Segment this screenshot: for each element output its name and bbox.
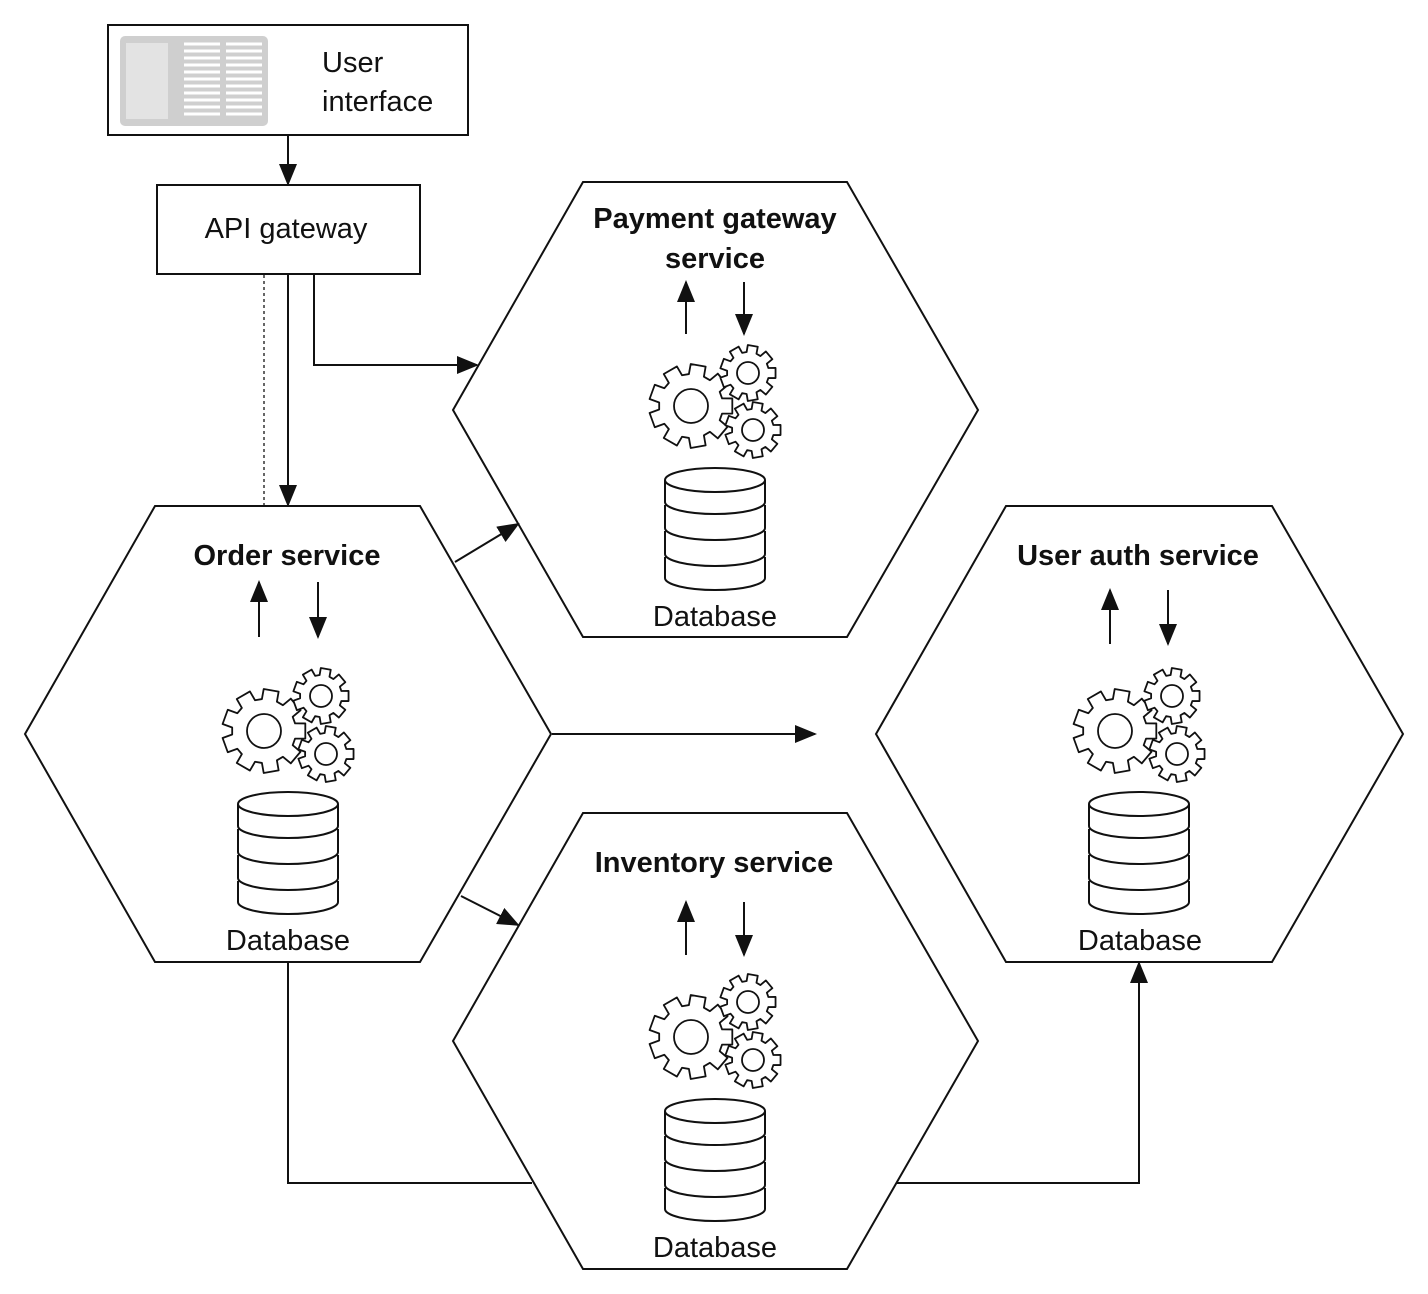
- up-down-arrows-icon: [677, 900, 753, 957]
- payment-title-line2: service: [665, 243, 765, 275]
- user-interface-label-line2: interface: [322, 86, 433, 118]
- api-gateway-label: API gateway: [205, 213, 368, 245]
- order-to-inventory-arrow: [460, 895, 520, 926]
- window-thumbnail-icon: [120, 36, 268, 126]
- user-interface-label-line1: User: [322, 47, 384, 79]
- order-title: Order service: [193, 540, 380, 572]
- gateway-to-payment-arrow: [313, 275, 479, 374]
- database-icon: [664, 467, 766, 591]
- up-down-arrows-icon: [1101, 588, 1177, 646]
- gears-icon: [648, 344, 782, 459]
- order-bottom-link: [287, 963, 532, 1184]
- payment-db-label: Database: [653, 601, 777, 633]
- inventory-service: Inventory service Database: [595, 847, 834, 1264]
- connectors: [263, 136, 1148, 1184]
- gears-icon: [221, 667, 355, 783]
- database-icon: [1088, 791, 1190, 915]
- order-db-label: Database: [226, 925, 350, 957]
- user-auth-service: User auth service Database: [1017, 540, 1259, 957]
- inventory-db-label: Database: [653, 1232, 777, 1264]
- up-down-arrows-icon: [250, 580, 327, 639]
- order-to-payment-arrow: [454, 522, 520, 563]
- up-down-arrows-icon: [677, 280, 753, 336]
- user-interface-box: User interface: [107, 24, 469, 136]
- database-icon: [664, 1098, 766, 1222]
- order-service: Order service Database: [193, 540, 380, 957]
- auth-title: User auth service: [1017, 540, 1259, 572]
- inventory-to-auth-arrow: [897, 961, 1148, 1184]
- auth-db-label: Database: [1078, 925, 1202, 957]
- gears-icon: [1072, 667, 1206, 783]
- payment-gateway-service: Payment gateway service Database: [593, 203, 836, 633]
- gears-icon: [648, 973, 782, 1089]
- database-icon: [237, 791, 339, 915]
- api-gateway-box: API gateway: [156, 184, 421, 275]
- payment-title-line1: Payment gateway: [593, 203, 836, 235]
- inventory-title: Inventory service: [595, 847, 834, 879]
